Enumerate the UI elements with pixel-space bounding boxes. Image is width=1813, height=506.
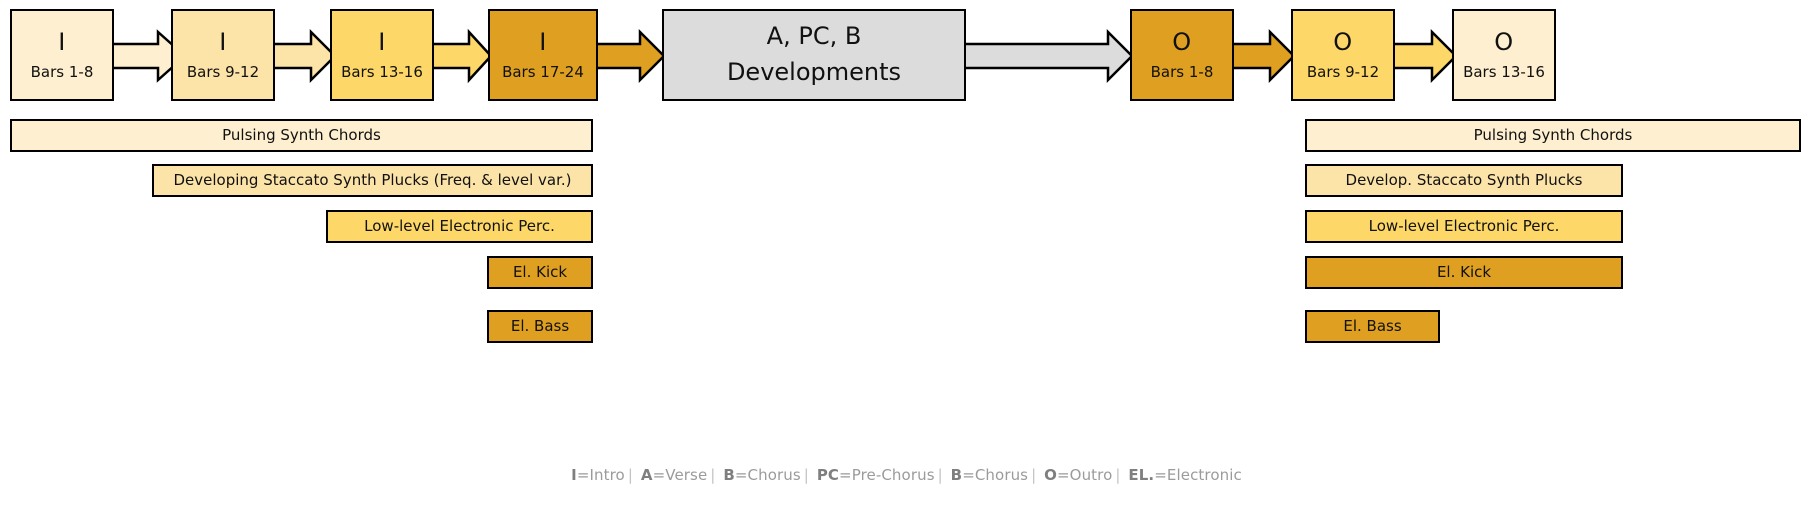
legend-entry-chorus-b1: B=Chorus	[723, 466, 800, 484]
arrow-outro-2-to-3	[1388, 28, 1458, 84]
layer-label: El. Bass	[510, 317, 570, 336]
legend-key: PC	[816, 466, 840, 484]
legend-value: =Verse	[652, 466, 708, 484]
left-layer-developing-staccato-synth-plucks[interactable]: Developing Staccato Synth Plucks (Freq. …	[152, 164, 593, 197]
legend-separator: |	[803, 466, 809, 484]
flow-node-bars: Bars 1-8	[1150, 63, 1214, 82]
flow-node-developments[interactable]: A, PC, B Developments	[662, 9, 966, 101]
legend-separator: |	[627, 466, 633, 484]
legend-separator: |	[937, 466, 943, 484]
left-layer-pulsing-synth-chords[interactable]: Pulsing Synth Chords	[10, 119, 593, 152]
legend-value: =Electronic	[1154, 466, 1242, 484]
layer-label: Develop. Staccato Synth Plucks	[1345, 171, 1583, 190]
arrow-outro-1-to-2	[1226, 28, 1296, 84]
legend-value: =Chorus	[962, 466, 1029, 484]
flow-node-code: I	[378, 27, 386, 56]
flow-node-outro-2[interactable]: O Bars 9-12	[1291, 9, 1395, 101]
layer-label: El. Bass	[1343, 317, 1402, 336]
layer-label: Pulsing Synth Chords	[1473, 126, 1633, 145]
arrow-intro-4-to-developments	[592, 28, 666, 84]
flow-node-code: O	[1494, 27, 1514, 56]
legend-key: A	[640, 466, 653, 484]
right-layer-develop-staccato-synth-plucks[interactable]: Develop. Staccato Synth Plucks	[1305, 164, 1623, 197]
flow-node-bars: Bars 1-8	[30, 63, 94, 82]
legend-separator: |	[1031, 466, 1037, 484]
layer-label: El. Kick	[512, 263, 568, 282]
legend-entry-chorus-b2: B=Chorus	[951, 466, 1028, 484]
right-layer-low-level-electronic-perc[interactable]: Low-level Electronic Perc.	[1305, 210, 1623, 243]
legend-entry-verse: A=Verse	[641, 466, 707, 484]
left-layer-low-level-electronic-perc[interactable]: Low-level Electronic Perc.	[326, 210, 593, 243]
left-layer-el-kick[interactable]: El. Kick	[487, 256, 593, 289]
arrow-intro-2-to-3	[267, 28, 337, 84]
legend: I=Intro| A=Verse| B=Chorus| PC=Pre-Choru…	[0, 466, 1813, 484]
legend-value: =Intro	[576, 466, 625, 484]
layer-label: Low-level Electronic Perc.	[364, 217, 555, 236]
legend-value: =Pre-Chorus	[839, 466, 935, 484]
legend-separator: |	[1115, 466, 1121, 484]
layer-label: Low-level Electronic Perc.	[1368, 217, 1560, 236]
flow-node-code: I	[539, 27, 547, 56]
legend-key: O	[1044, 466, 1057, 484]
developments-line-2: Developments	[726, 58, 902, 86]
flow-node-intro-4[interactable]: I Bars 17-24	[488, 9, 598, 101]
flow-node-bars: Bars 13-16	[341, 63, 423, 82]
legend-entry-outro: O=Outro	[1044, 466, 1112, 484]
flow-node-intro-1[interactable]: I Bars 1-8	[10, 9, 114, 101]
legend-key: I	[571, 466, 577, 484]
flow-node-bars: Bars 17-24	[502, 63, 584, 82]
arrow-intro-3-to-4	[429, 28, 493, 84]
layer-label: El. Kick	[1436, 263, 1492, 282]
legend-key: EL.	[1128, 466, 1155, 484]
flow-node-code: I	[219, 27, 227, 56]
legend-entry-electronic: EL.=Electronic	[1128, 466, 1241, 484]
arrow-developments-to-outro	[960, 28, 1134, 84]
right-layer-el-kick[interactable]: El. Kick	[1305, 256, 1623, 289]
legend-key: B	[950, 466, 963, 484]
legend-entry-pre-chorus: PC=Pre-Chorus	[817, 466, 935, 484]
flow-node-bars: Bars 9-12	[186, 63, 260, 82]
flow-node-outro-3[interactable]: O Bars 13-16	[1452, 9, 1556, 101]
flow-node-intro-2[interactable]: I Bars 9-12	[171, 9, 275, 101]
right-layer-el-bass[interactable]: El. Bass	[1305, 310, 1440, 343]
layer-label: Developing Staccato Synth Plucks (Freq. …	[173, 171, 572, 190]
legend-value: =Outro	[1057, 466, 1113, 484]
flow-node-code: O	[1172, 27, 1192, 56]
legend-value: =Chorus	[734, 466, 801, 484]
flow-node-code: O	[1333, 27, 1353, 56]
flow-node-code: I	[58, 27, 66, 56]
right-layer-pulsing-synth-chords[interactable]: Pulsing Synth Chords	[1305, 119, 1801, 152]
layer-label: Pulsing Synth Chords	[222, 126, 381, 145]
flow-node-intro-3[interactable]: I Bars 13-16	[330, 9, 434, 101]
legend-key: B	[723, 466, 735, 484]
left-layer-el-bass[interactable]: El. Bass	[487, 310, 593, 343]
flow-node-bars: Bars 13-16	[1463, 63, 1545, 82]
legend-separator: |	[710, 466, 716, 484]
legend-entry-intro: I=Intro	[571, 466, 625, 484]
flow-node-outro-1[interactable]: O Bars 1-8	[1130, 9, 1234, 101]
flow-node-bars: Bars 9-12	[1306, 63, 1380, 82]
developments-line-1: A, PC, B	[766, 22, 862, 51]
